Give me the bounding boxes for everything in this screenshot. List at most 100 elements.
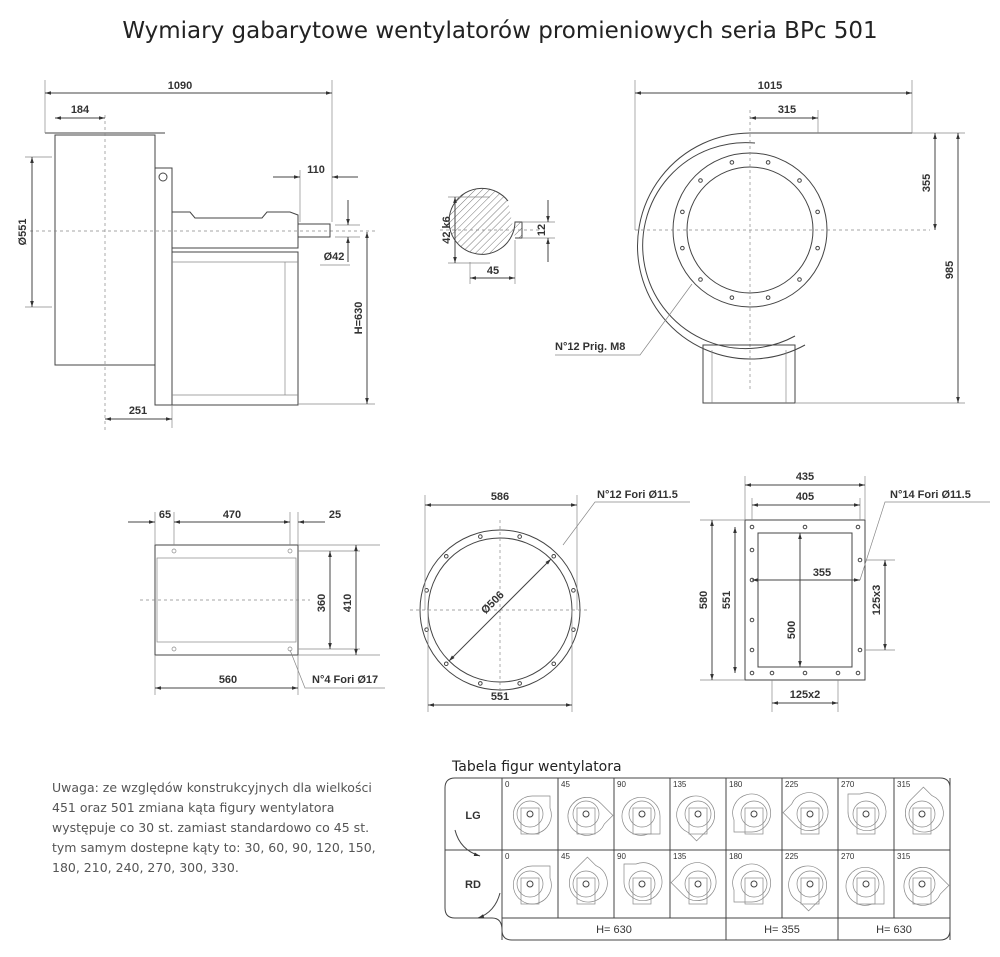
bolt-hole	[729, 295, 735, 300]
fan-figure-rd-135[interactable]: 135	[670, 852, 724, 909]
dim-360: 360	[316, 594, 328, 612]
angle-label: 315	[897, 780, 911, 789]
fan-figure-rd-270[interactable]: 270	[841, 852, 885, 906]
dim-470: 470	[223, 509, 241, 521]
dim-551: 551	[491, 691, 509, 703]
dim-45: 45	[487, 265, 499, 277]
bolt-hole	[765, 160, 771, 165]
fan-figure-rd-315[interactable]: 315	[896, 852, 950, 913]
bolt-hole	[749, 524, 755, 530]
height-label: H= 630	[876, 924, 912, 936]
bolt-hole	[698, 178, 703, 183]
fan-figure-lg-0[interactable]: 0	[505, 780, 552, 835]
fan-figure-lg-90[interactable]: 90	[617, 780, 661, 836]
bolt-hole	[478, 534, 483, 539]
dim-diameter-506: Ø506	[479, 589, 507, 617]
figure-table-title: Tabela figur wentylatora	[452, 759, 622, 775]
angle-label: 225	[785, 780, 799, 789]
bolt-hole	[443, 553, 449, 559]
dim-110: 110	[307, 164, 325, 176]
bolt-hole	[478, 681, 483, 686]
bolt-hole	[749, 547, 755, 553]
bolt-hole	[855, 670, 861, 676]
dim-125x2: 125x2	[790, 689, 821, 701]
bolt-hole	[835, 670, 841, 676]
shaft-section-drawing: 42 k6 45 12	[440, 187, 555, 284]
dim-diameter-551: Ø551	[17, 219, 29, 246]
angle-label: 315	[897, 852, 911, 861]
dim-355-inner: 355	[813, 567, 831, 579]
angle-label: 135	[673, 780, 687, 789]
dim-65: 65	[159, 509, 171, 521]
bolt-hole	[802, 524, 808, 530]
bolt-hole	[698, 277, 703, 282]
dim-410: 410	[342, 594, 354, 612]
bolt-hole	[802, 670, 808, 676]
bolt-hole	[571, 588, 576, 593]
fan-figure-rd-225[interactable]: 225	[781, 852, 835, 912]
rotation-arrow-icon	[454, 829, 481, 857]
outlet-side-drawing: 65 470 25 360 410 560 N°4 Fori Ø17	[128, 509, 385, 695]
note-text: Uwaga: ze względów konstrukcyjnych dla w…	[52, 780, 376, 875]
bolt-hole	[749, 617, 755, 623]
angle-label: 45	[561, 852, 570, 861]
bolt-hole	[680, 209, 685, 215]
bolt-hole	[749, 647, 755, 653]
angle-label: 90	[617, 780, 626, 789]
dim-315: 315	[778, 104, 796, 116]
fan-figure-rd-45[interactable]: 45	[561, 852, 615, 910]
bolt-hole	[517, 534, 522, 539]
angle-label: 180	[729, 780, 743, 789]
dim-551-vertical: 551	[721, 591, 733, 609]
fan-figure-lg-45[interactable]: 45	[560, 780, 614, 843]
bolt-hole	[797, 277, 802, 282]
dim-1015: 1015	[758, 80, 782, 92]
dim-251: 251	[129, 405, 147, 417]
bolt-hole	[551, 553, 557, 559]
fan-figure-lg-315[interactable]: 315	[897, 780, 951, 840]
bolt-hole	[815, 245, 820, 251]
holes-label-m8: N°12 Prig. M8	[555, 341, 625, 353]
angle-label: 225	[785, 852, 799, 861]
bolt-hole	[815, 209, 820, 215]
bolt-hole	[680, 245, 685, 251]
bolt-hole	[769, 670, 775, 676]
height-label: H= 630	[596, 924, 632, 936]
dim-25: 25	[329, 509, 341, 521]
angle-label: 0	[505, 852, 510, 861]
bolt-hole	[749, 670, 755, 676]
dim-560: 560	[219, 674, 237, 686]
bolt-hole	[571, 627, 576, 632]
bolt-hole	[551, 661, 557, 667]
bolt-hole	[517, 681, 522, 686]
fan-figure-lg-135[interactable]: 135	[669, 780, 723, 842]
fan-figure-lg-270[interactable]: 270	[841, 780, 887, 835]
angle-label: 270	[841, 852, 855, 861]
side-view-drawing: 1090 184 Ø551 110 Ø42 H=630 251	[17, 80, 375, 430]
fan-figure-rd-180[interactable]: 180	[729, 852, 771, 905]
angle-label: 180	[729, 852, 743, 861]
angle-label: 45	[561, 780, 570, 789]
bolt-hole	[443, 661, 449, 667]
fan-figure-lg-225[interactable]: 225	[782, 780, 836, 839]
dim-985: 985	[944, 261, 956, 279]
dim-1090: 1090	[168, 80, 192, 92]
bolt-hole	[855, 524, 861, 530]
fan-figure-rd-0[interactable]: 0	[505, 852, 552, 905]
angle-label: 270	[841, 780, 855, 789]
dim-580: 580	[698, 591, 710, 609]
rotation-arrow-icon	[477, 892, 501, 919]
angle-label: 135	[673, 852, 687, 861]
fan-figure-rd-90[interactable]: 90	[617, 852, 663, 905]
dim-diameter-42: Ø42	[324, 251, 345, 263]
bolt-hole	[857, 647, 863, 653]
dim-125x3: 125x3	[871, 585, 883, 616]
bolt-hole	[765, 295, 771, 300]
dim-405: 405	[796, 491, 814, 503]
front-view-drawing: 1015 315 355 985 N°12 Prig. M8	[555, 80, 965, 404]
height-label: H= 355	[764, 924, 800, 936]
dim-586: 586	[491, 491, 509, 503]
bolt-hole	[424, 627, 429, 632]
fan-figure-lg-180[interactable]: 180	[729, 780, 771, 835]
